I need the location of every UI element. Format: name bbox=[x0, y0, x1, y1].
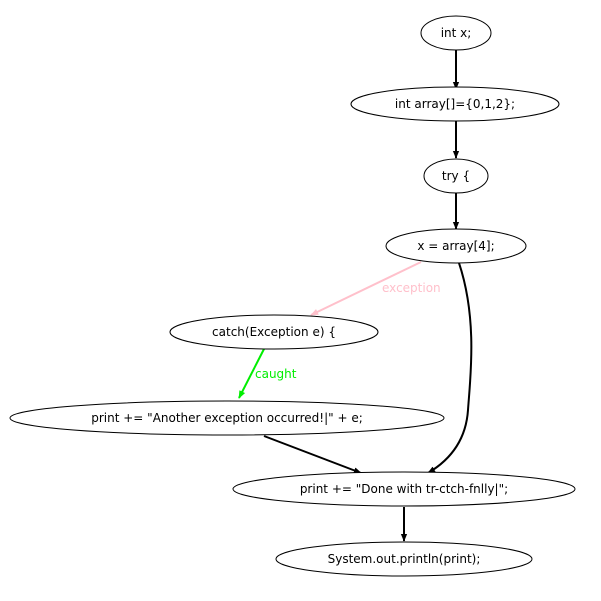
node-label: x = array[4]; bbox=[417, 239, 494, 253]
node-shape bbox=[232, 471, 576, 507]
node-label: int array[]={0,1,2}; bbox=[395, 97, 515, 111]
node-shape bbox=[423, 158, 489, 194]
nodes-layer: int x; int array[]={0,1,2}; try { x = ar… bbox=[9, 15, 576, 577]
edges-layer: exception caught bbox=[238, 50, 473, 542]
node-label: System.out.println(print); bbox=[328, 552, 481, 566]
node-shape bbox=[169, 314, 379, 350]
node-print-exception: print += "Another exception occurred!|" … bbox=[9, 400, 445, 436]
node-shape bbox=[420, 15, 492, 51]
node-shape bbox=[385, 228, 527, 264]
edge-catch-to-print-exception bbox=[238, 348, 265, 399]
node-label: try { bbox=[442, 169, 470, 183]
node-label: catch(Exception e) { bbox=[212, 325, 336, 339]
edge-label-caught: caught bbox=[255, 367, 297, 381]
node-label: print += "Done with tr-ctch-fnlly|"; bbox=[300, 482, 508, 496]
edge-label-exception: exception bbox=[382, 281, 441, 295]
node-catch: catch(Exception e) { bbox=[169, 314, 379, 350]
node-shape bbox=[275, 541, 533, 577]
node-shape bbox=[9, 400, 445, 436]
node-array-assignment: x = array[4]; bbox=[385, 228, 527, 264]
node-shape bbox=[350, 86, 560, 122]
node-label: print += "Another exception occurred!|" … bbox=[91, 411, 363, 425]
node-print-done: print += "Done with tr-ctch-fnlly|"; bbox=[232, 471, 576, 507]
node-try: try { bbox=[423, 158, 489, 194]
node-println: System.out.println(print); bbox=[275, 541, 533, 577]
edge-assignment-to-catch bbox=[310, 261, 422, 316]
edge-print-exception-to-done bbox=[263, 435, 362, 474]
node-label: int x; bbox=[441, 26, 472, 40]
edge-assignment-to-done bbox=[427, 262, 473, 474]
node-int-x: int x; bbox=[420, 15, 492, 51]
node-int-array: int array[]={0,1,2}; bbox=[350, 86, 560, 122]
